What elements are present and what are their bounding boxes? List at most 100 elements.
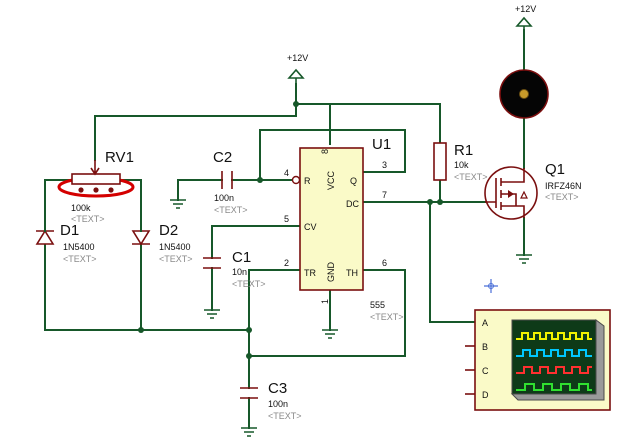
ground-icon (204, 309, 220, 319)
pin-label-q: Q (350, 176, 357, 186)
u1-ref: U1 (372, 136, 391, 153)
q1-gate (485, 178, 497, 208)
wire-vcc-pin8 (295, 103, 331, 145)
rv1-value: 100k (71, 203, 91, 213)
junction (437, 199, 443, 205)
wire-q-loop (259, 129, 406, 181)
d2-triangle (131, 230, 151, 246)
c2-value: 100n (214, 193, 234, 203)
rv1-potentiometer[interactable]: RV1 100k <TEXT> (57, 149, 135, 224)
scope-screen-shade (510, 319, 605, 401)
junction (246, 353, 252, 359)
r1-resistor[interactable]: R1 10k <TEXT> (433, 142, 488, 182)
wire-vcc-right (295, 103, 441, 144)
scope-trace (516, 349, 592, 357)
d2-diode[interactable]: D2 1N5400 <TEXT> (131, 219, 193, 264)
pin-label-r: R (304, 176, 311, 186)
scope-trace (516, 383, 592, 391)
r1-tag: <TEXT> (454, 172, 488, 182)
pin-number-2: 2 (284, 258, 289, 268)
wires (44, 29, 525, 429)
pin-label-tr: TR (304, 268, 316, 278)
u1-tag: <TEXT> (370, 312, 404, 322)
rv1-body (71, 173, 121, 185)
d2-tag: <TEXT> (159, 254, 193, 264)
d1-value: 1N5400 (63, 242, 95, 252)
pin-number-8: 8 (320, 149, 330, 154)
junction-dots (138, 101, 443, 359)
rv1-wiper-arrow (90, 160, 100, 176)
pin-number-6: 6 (382, 258, 387, 268)
r1-body (433, 142, 447, 181)
q1-ref: Q1 (545, 161, 565, 178)
pin-number-4: 4 (284, 168, 289, 178)
r1-ref: R1 (454, 142, 473, 159)
pin-label-vcc: VCC (326, 170, 336, 190)
c1-capacitor[interactable]: C1 10n <TEXT> (203, 249, 266, 289)
junction (293, 101, 299, 107)
c3-value: 100n (268, 399, 288, 409)
scope-channel-c: C (482, 366, 489, 376)
pin-label-dc: DC (346, 199, 359, 209)
ground-icon (322, 329, 338, 339)
wire-d1-top (44, 179, 73, 221)
q1-value: IRFZ46N (545, 181, 582, 191)
c2-ref: C2 (213, 149, 232, 166)
rv1-ref: RV1 (105, 149, 134, 166)
q1-tag: <TEXT> (545, 192, 579, 202)
q1-body-diode (520, 190, 528, 199)
c3-ref: C3 (268, 380, 287, 397)
c1-value: 10n (232, 267, 247, 277)
oscilloscope[interactable]: A B C D (465, 309, 611, 411)
power-label-main: +12V (287, 53, 308, 63)
junction (138, 327, 144, 333)
ground-icon (170, 199, 186, 209)
pin-number-3: 3 (382, 160, 387, 170)
c1-plates (203, 257, 221, 269)
wire-c2-left (177, 179, 223, 201)
q1-arrow (508, 190, 514, 198)
r1-value: 10k (454, 160, 469, 170)
power-terminal-motor: +12V (515, 4, 536, 30)
c2-tag: <TEXT> (214, 205, 248, 215)
u1-body (299, 147, 364, 291)
junction (257, 177, 263, 183)
d2-value: 1N5400 (159, 242, 191, 252)
c1-ref: C1 (232, 249, 251, 266)
d1-diode[interactable]: D1 1N5400 <TEXT> (35, 219, 97, 264)
pin-number-1: 1 (320, 299, 330, 304)
motor-icon[interactable] (499, 69, 549, 119)
pin-number-5: 5 (284, 214, 289, 224)
c3-plates (240, 387, 258, 399)
pin-label-th: TH (346, 268, 358, 278)
wire-scope-a (429, 201, 476, 323)
q1-mosfet[interactable]: Q1 IRFZ46N <TEXT> (484, 161, 582, 220)
crosshair-marker-icon (484, 279, 498, 293)
power-label-motor: +12V (515, 4, 536, 14)
pin-label-cv: CV (304, 222, 317, 232)
c1-tag: <TEXT> (232, 279, 266, 289)
ground-icon (516, 254, 532, 264)
d1-triangle (35, 229, 55, 245)
reset-inversion-bubble (291, 175, 301, 185)
c2-capacitor[interactable]: C2 100n <TEXT> (213, 149, 248, 215)
wire-d2-top (119, 179, 142, 221)
rv1-tag: <TEXT> (71, 214, 105, 224)
wire-d1-bottom (44, 243, 250, 331)
q1-drain-source (501, 168, 525, 218)
c3-capacitor[interactable]: C3 100n <TEXT> (240, 380, 302, 421)
rv1-pin-dot (108, 187, 114, 193)
wire-th (248, 269, 406, 357)
d1-tag: <TEXT> (63, 254, 97, 264)
pin-number-7: 7 (382, 190, 387, 200)
power-terminal-main: +12V (287, 53, 308, 84)
scope-channel-a: A (482, 318, 488, 328)
scope-channel-b: B (482, 342, 488, 352)
junction (246, 327, 252, 333)
scope-traces (516, 332, 592, 391)
u1-555-timer[interactable]: R Q DC CV TR TH VCC GND 4 5 2 3 7 6 8 1 … (284, 136, 404, 322)
d1-ref: D1 (60, 222, 79, 239)
scope-screen (511, 319, 597, 395)
scope-trace (516, 366, 592, 374)
